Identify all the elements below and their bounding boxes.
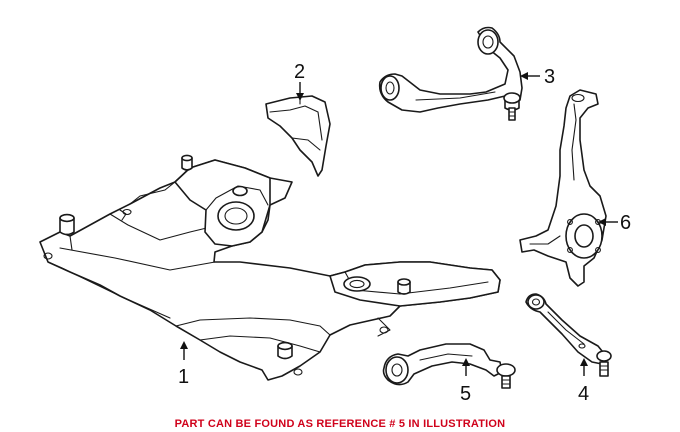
- callout-label-1: 1: [178, 366, 189, 388]
- upper-control-arm-part: [378, 26, 523, 121]
- callout-6: 6: [598, 212, 631, 234]
- lower-control-arm-part: [382, 343, 516, 389]
- callout-label-3: 3: [544, 66, 555, 88]
- reference-caption: PART CAN BE FOUND AS REFERENCE # 5 IN IL…: [175, 418, 506, 430]
- tension-strut-part: [525, 293, 612, 377]
- subframe-part: [39, 154, 501, 381]
- callout-label-6: 6: [620, 212, 631, 234]
- steering-knuckle-part: [519, 89, 607, 287]
- callout-2: 2: [294, 61, 305, 101]
- callout-5: 5: [460, 358, 471, 405]
- callout-label-4: 4: [578, 383, 589, 405]
- callout-4: 4: [578, 358, 589, 405]
- bracket-part: [265, 95, 331, 177]
- callout-3: 3: [520, 66, 555, 88]
- callout-label-2: 2: [294, 61, 305, 83]
- callout-label-5: 5: [460, 383, 471, 405]
- callout-1: 1: [178, 341, 189, 388]
